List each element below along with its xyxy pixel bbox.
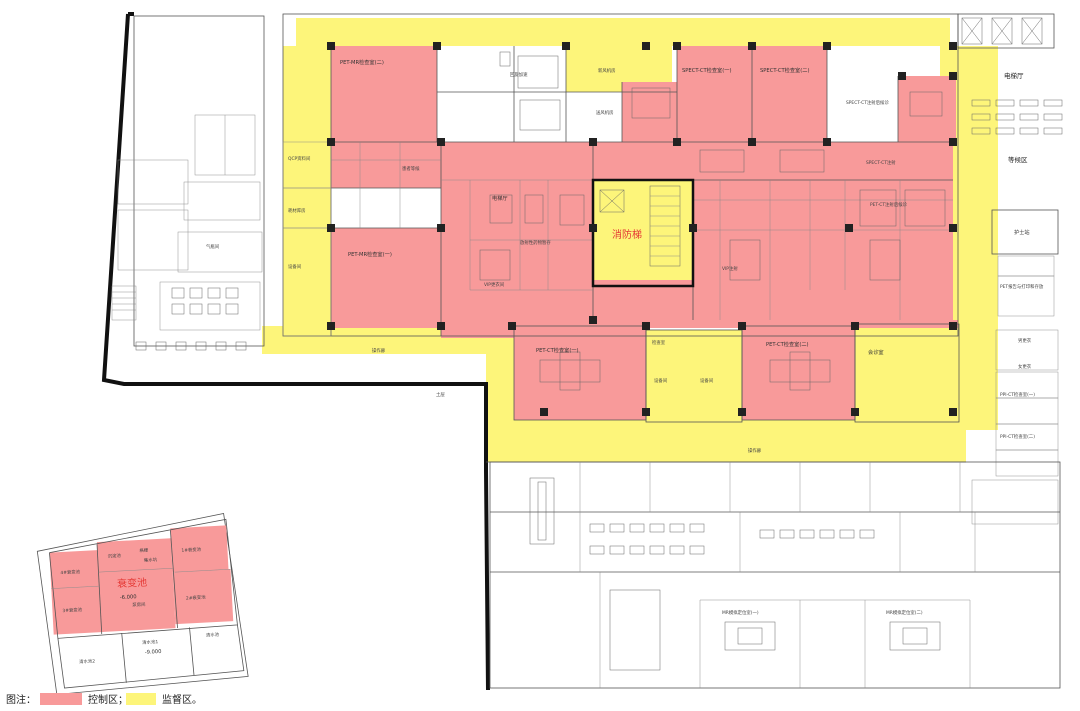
legend-control-swatch	[40, 693, 82, 705]
label-fresh-air-3: 送风机房	[596, 109, 614, 116]
label-equipment-3: 设备间	[288, 263, 301, 270]
label-consult-room: 会诊室	[868, 348, 884, 356]
inset-tank-1: 1#衰变池	[181, 546, 202, 554]
label-cyclotron: 回旋加速	[510, 71, 528, 78]
waiting-seats	[971, 99, 1063, 317]
label-elevator-hall-w: 电梯厅	[492, 194, 508, 202]
legend-control-label: 控制区；	[88, 693, 128, 706]
label-vip-change: VIP更衣间	[484, 281, 504, 288]
label-qcp: QCP资料间	[288, 155, 310, 162]
label-men-change: 男更衣	[1018, 337, 1032, 344]
label-spect-ct-corridor: SPECT-CT注射	[866, 159, 896, 166]
label-fresh-air-1: 新风机房	[598, 67, 616, 74]
gas-cylinder-grid	[171, 287, 239, 315]
inset-tank-4: 4#衰变池	[60, 568, 81, 576]
label-vip-inject: VIP注射	[722, 265, 738, 272]
equipment-details	[479, 51, 946, 391]
decay-tank-inset: 4#衰变池 1#衰变池 3#衰变池 2#衰变池 沉淀池 格栅 集水坑 泵房间 衰…	[36, 513, 249, 695]
inset-pump-room: 泵房间	[132, 601, 146, 609]
elevator-bank	[957, 13, 1055, 49]
office-desks	[589, 523, 875, 555]
label-hot-lab: 放射性药物暂存	[520, 239, 551, 246]
fire-stair-core	[591, 178, 695, 288]
ahu-row	[135, 341, 247, 351]
legend-prefix: 图注：	[6, 693, 36, 706]
inset-clear-tank-1: 清水池1	[142, 638, 159, 646]
room-labels: PET-MR检查室(二) PET-MR检查室(一) PET-CT检查室(一) P…	[288, 58, 1044, 616]
supervision-zones	[262, 18, 998, 462]
label-equipment-1: 设备间	[654, 377, 667, 384]
inset-sedimentation: 沉淀池	[107, 552, 121, 560]
label-women-change: 女更衣	[1018, 363, 1032, 370]
label-spect-ct-1: SPECT-CT检查室(一)	[682, 66, 731, 74]
label-operation-corridor-w: 操作廊	[372, 347, 386, 354]
label-elevator-hall-e: 电梯厅	[1004, 71, 1024, 80]
inset-grating: 格栅	[139, 546, 149, 553]
inset-clear-tank-2: 清水池2	[79, 657, 96, 665]
label-pet-mr-1: PET-MR检查室(一)	[348, 250, 392, 258]
label-mr-tech-1: MR模拟定位室(一)	[722, 609, 759, 616]
structural-columns	[327, 42, 957, 416]
label-spect-ct-2: SPECT-CT检查室(二)	[760, 66, 809, 74]
lower-right-rooms	[971, 329, 1059, 525]
label-soil: 土层	[436, 391, 445, 398]
west-plant-area: 气瓶间	[111, 15, 265, 351]
legend-supervision-label: 监督区。	[162, 693, 202, 706]
label-pet-ct-1: PET-CT检查室(一)	[536, 346, 579, 354]
label-ppi-ct: PPI-CT检查室(一)	[1000, 391, 1035, 398]
legend: 图注： 控制区； 监督区。	[6, 693, 202, 706]
inset-title: 衰变池	[117, 576, 148, 591]
label-equipment-2: 设备间	[700, 377, 713, 384]
label-patient-wait: 患者等候	[402, 165, 420, 172]
inset-sump: 集水坑	[144, 556, 158, 564]
lower-office-area	[489, 461, 1061, 689]
control-zones	[331, 46, 958, 420]
label-mr-tech-2: MR模拟定位室(二)	[886, 609, 923, 616]
inset-level-lower: -9.000	[145, 649, 162, 656]
label-materials: 耗材库房	[288, 207, 306, 214]
label-nurse-station: 护士站	[1014, 228, 1030, 236]
label-spect-ct-wait: SPECT-CT注射后候诊	[846, 99, 889, 106]
label-pet-ct-wait: PET-CT注射后候诊	[870, 201, 908, 208]
label-inspection: 检查室	[652, 339, 666, 346]
label-pet-report: PET报告与打印和存放	[1000, 283, 1044, 290]
inset-tank-3: 3#衰变池	[62, 606, 83, 614]
inset-level-upper: -6.000	[120, 594, 137, 601]
gas-room-label: 气瓶间	[206, 243, 219, 250]
label-waiting-area: 等候区	[1008, 155, 1028, 164]
label-operation-corridor-s: 操作廊	[748, 447, 762, 454]
label-pet-mr-2: PET-MR检查室(二)	[340, 58, 384, 66]
inset-clear-tank: 清水池	[206, 631, 220, 639]
inset-tank-2: 2#衰变池	[186, 594, 207, 602]
label-ppi-ct-2: PPI-CT检查室(二)	[1000, 433, 1035, 440]
label-fire-lift: 消防梯	[612, 228, 642, 241]
legend-supervision-swatch	[126, 693, 156, 705]
label-pet-ct-2: PET-CT检查室(二)	[766, 340, 809, 348]
outer-walls	[101, 12, 490, 691]
